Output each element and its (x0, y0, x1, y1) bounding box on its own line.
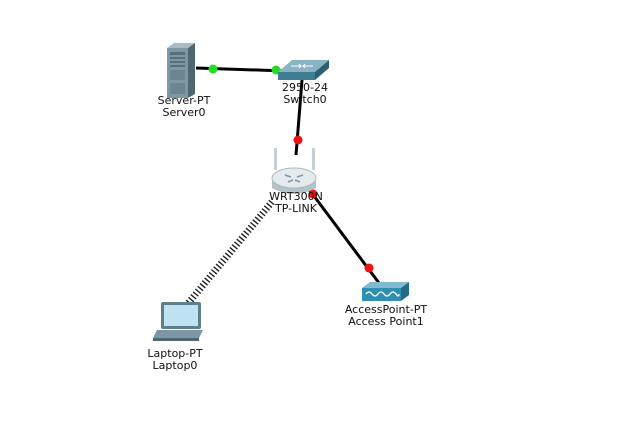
server-model: Server-PT (157, 94, 211, 107)
wireless-router-icon[interactable] (271, 148, 317, 194)
switch-label: 2950-24 Switch0 (282, 82, 328, 106)
server-name: Server0 (162, 106, 206, 119)
access-point-icon[interactable] (362, 282, 409, 301)
laptop-model: Laptop-PT (147, 347, 203, 360)
router-label: WRT300N TP-LINK (269, 191, 323, 215)
laptop-label: Laptop-PT Laptop0 (147, 348, 202, 372)
server-label: Server-PT Server0 (158, 95, 211, 119)
access-point-name: Access Point1 (348, 315, 424, 328)
port-indicator-ap (364, 263, 374, 273)
port-indicator-router-switch (293, 135, 303, 145)
switch-name: Switch0 (283, 93, 327, 106)
port-indicator-server (208, 64, 218, 74)
router-model: WRT300N (269, 190, 323, 203)
server-icon[interactable] (167, 43, 195, 98)
access-point-label: AccessPoint-PT Access Point1 (345, 304, 427, 328)
laptop-icon[interactable] (153, 302, 203, 341)
access-point-model: AccessPoint-PT (344, 303, 428, 316)
laptop-name: Laptop0 (152, 359, 198, 372)
wireless-link-router-laptop[interactable] (182, 199, 275, 310)
switch-icon[interactable] (278, 60, 329, 80)
router-name: TP-LINK (275, 202, 317, 215)
port-indicator-router-ap (308, 189, 318, 199)
switch-model: 2950-24 (282, 81, 328, 94)
